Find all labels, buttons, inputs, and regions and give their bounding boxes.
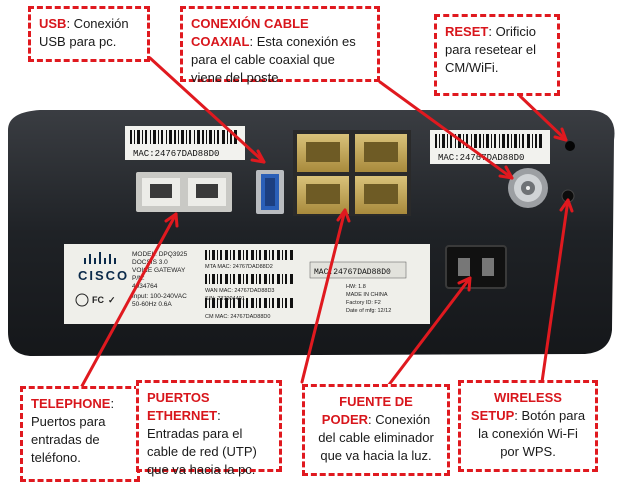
svg-text:S/N: 237004401: S/N: 237004401 [205, 296, 245, 302]
coax-connector [508, 168, 548, 208]
callout-reset-title: RESET [445, 24, 489, 39]
reset-leader-line [518, 94, 568, 142]
callout-ethernet-text: : Entradas para el cable de red (UTP) qu… [147, 408, 257, 477]
reset-arrow-icon [553, 127, 568, 142]
svg-text:CM MAC: 24767DAD88D0: CM MAC: 24767DAD88D0 [205, 314, 270, 320]
svg-text:Factory ID: F2: Factory ID: F2 [346, 300, 381, 306]
svg-text:50-60Hz 0.6A: 50-60Hz 0.6A [132, 301, 172, 308]
callout-leader-lines [80, 56, 574, 388]
svg-text:WAN MAC: 24767DAD88D3: WAN MAC: 24767DAD88D3 [205, 288, 275, 294]
product-label: CISCO MODEL: DPQ3925 DOCSIS 3.0 VOICE GA… [64, 244, 430, 324]
callout-usb-title: USB [39, 16, 67, 31]
svg-text:4034764: 4034764 [132, 283, 158, 290]
callout-power-text: : Conexión del cable eliminador que va h… [318, 412, 434, 463]
svg-text:MTA MAC: 24767DAD88D2: MTA MAC: 24767DAD88D2 [205, 264, 273, 270]
power-leader-line [386, 276, 472, 388]
callout-power: FUENTE DE PODER: Conexión del cable elim… [302, 384, 450, 476]
callout-coax-text: : Esta conexión es para el cable coaxial… [191, 34, 356, 85]
svg-text:P/N:: P/N: [132, 275, 145, 282]
usb-arrow-icon [250, 149, 266, 164]
mac-sticker-top-right: MAC:24767DAD88D0 [430, 130, 550, 164]
callout-telephone-text: : Puertos para entradas de teléfono. [31, 396, 115, 465]
callout-telephone-title: TELEPHONE [31, 396, 111, 411]
usb-port [256, 170, 284, 214]
callout-ethernet-title: PUERTOS ETHERNET [147, 390, 218, 423]
svg-text:MADE IN CHINA: MADE IN CHINA [346, 292, 388, 298]
power-arrow-icon [457, 276, 472, 292]
svg-text:MAC:24767DAD88D0: MAC:24767DAD88D0 [133, 149, 219, 159]
callout-ethernet: PUERTOS ETHERNET: Entradas para el cable… [136, 380, 282, 477]
callout-reset: RESET: Orificio para resetear el CM/WiFi… [434, 14, 560, 96]
wireless-arrow-icon [559, 198, 574, 213]
telephone-ports [136, 172, 232, 212]
cisco-logo-icon [84, 252, 116, 264]
svg-text:CISCO: CISCO [78, 268, 129, 283]
ethernet-arrow-icon [336, 208, 351, 223]
power-socket [445, 245, 507, 289]
callout-wireless-text: : Botón para la conexión Wi-Fi por WPS. [478, 408, 586, 459]
telephone-arrow-icon [164, 212, 179, 228]
svg-text:✓: ✓ [108, 295, 116, 305]
svg-text:MAC:24767DAD88D0: MAC:24767DAD88D0 [438, 153, 524, 163]
mac-sticker-top-left: MAC:24767DAD88D0 [125, 126, 245, 160]
coax-leader-line [378, 80, 514, 180]
callout-wireless: WIRELESS SETUP: Botón para la conexión W… [458, 380, 598, 472]
callout-usb: USB: Conexión USB para pc. [28, 6, 150, 62]
svg-text:MAC:24767DAD88D0: MAC:24767DAD88D0 [314, 268, 391, 277]
coax-arrow-icon [498, 165, 514, 180]
svg-text:Input: 100-240VAC: Input: 100-240VAC [132, 293, 187, 300]
usb-leader-line [148, 56, 266, 164]
callout-wireless-title: WIRELESS SETUP [470, 390, 562, 423]
callout-telephone: TELEPHONE: Puertos para entradas de telé… [20, 386, 140, 482]
ethernet-leader-line [300, 208, 347, 384]
wireless-leader-line [540, 198, 570, 384]
callout-usb-text: : Conexión USB para pc. [39, 16, 129, 49]
callout-reset-text: : Orificio para resetear el CM/WiFi. [445, 24, 537, 75]
svg-text:FC: FC [92, 295, 104, 305]
svg-text:MODEL: DPQ3925: MODEL: DPQ3925 [132, 251, 188, 258]
callout-power-title: FUENTE DE PODER [321, 394, 413, 427]
svg-text:Date of mfg: 12/12: Date of mfg: 12/12 [346, 308, 391, 314]
ethernet-ports [293, 130, 411, 216]
callout-coax-title: CONEXIÓN CABLE COAXIAL [191, 16, 309, 49]
reset-hole [565, 141, 575, 151]
svg-text:VOICE GATEWAY: VOICE GATEWAY [132, 267, 186, 274]
callout-coax: CONEXIÓN CABLE COAXIAL: Esta conexión es… [180, 6, 380, 85]
svg-text:HW: 1.8: HW: 1.8 [346, 284, 366, 290]
telephone-leader-line [80, 212, 178, 388]
